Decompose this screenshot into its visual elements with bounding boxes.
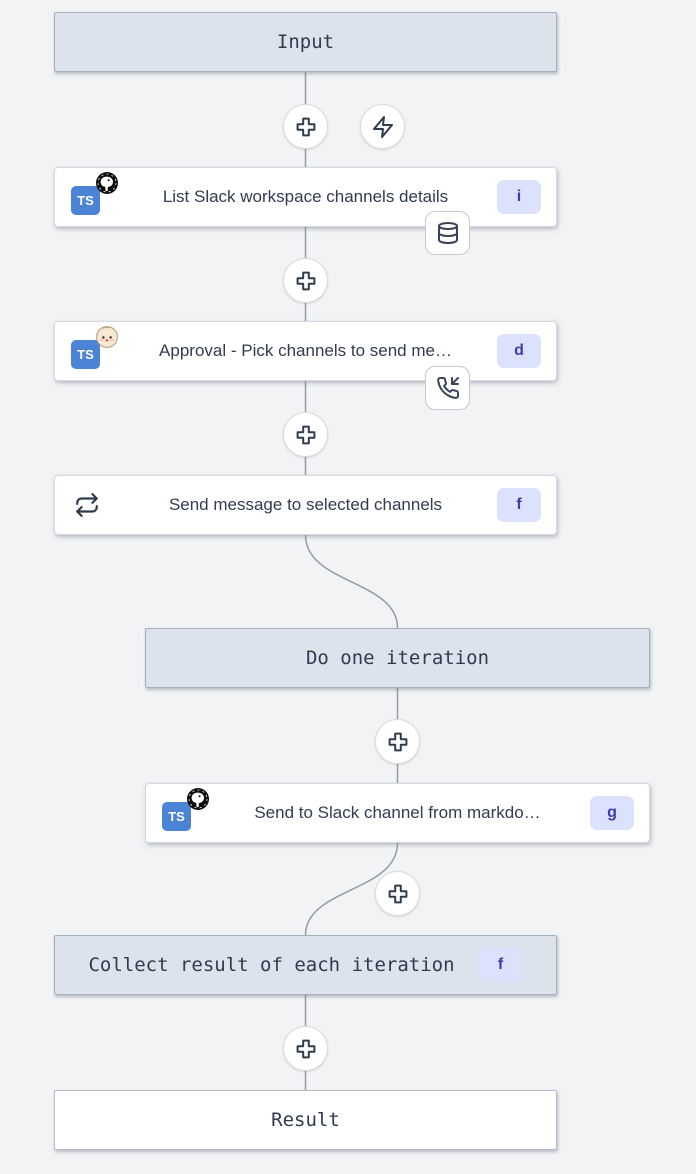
add-step-button-3[interactable] bbox=[283, 412, 328, 457]
typescript-icon: TS bbox=[162, 802, 191, 831]
cache-indicator bbox=[425, 211, 470, 255]
step-id-badge: i bbox=[497, 180, 541, 214]
plus-icon bbox=[388, 884, 407, 903]
collect-result-label: Collect result of each iteration bbox=[88, 954, 455, 976]
bun-icon bbox=[96, 326, 118, 348]
plus-icon bbox=[388, 732, 407, 751]
step-language-icons: TS bbox=[71, 325, 119, 371]
result-node-label: Result bbox=[271, 1109, 340, 1131]
input-node[interactable]: Input bbox=[54, 12, 557, 72]
step-title: Approval - Pick channels to send me… bbox=[159, 341, 452, 360]
trigger-button[interactable] bbox=[360, 104, 405, 149]
iteration-node-label: Do one iteration bbox=[305, 647, 490, 669]
input-node-label: Input bbox=[276, 31, 335, 53]
suspend-indicator bbox=[425, 366, 470, 410]
plus-icon bbox=[296, 1039, 315, 1058]
add-step-button-6[interactable] bbox=[283, 1026, 328, 1071]
typescript-icon: TS bbox=[71, 186, 100, 215]
plus-icon bbox=[296, 117, 315, 136]
step-title: Send to Slack channel from markdo… bbox=[254, 803, 541, 822]
step-id-badge: f bbox=[497, 488, 541, 522]
typescript-icon: TS bbox=[71, 340, 100, 369]
step-node-forloop[interactable]: Send message to selected channels f bbox=[54, 475, 557, 535]
step-id-badge: d bbox=[497, 334, 541, 368]
step-id-badge: g bbox=[590, 796, 634, 830]
step-id-badge: f bbox=[478, 948, 523, 982]
repeat-icon bbox=[76, 493, 98, 517]
add-step-button-2[interactable] bbox=[283, 258, 328, 303]
add-step-button-5[interactable] bbox=[375, 871, 420, 916]
edge-send-to-collect bbox=[304, 842, 399, 936]
step-language-icons: TS bbox=[71, 171, 119, 217]
edge-forloop-to-iteration bbox=[304, 534, 399, 629]
step-node-send-markdown[interactable]: TS Send to Slack channel from markdo… g bbox=[145, 783, 650, 843]
plus-icon bbox=[296, 425, 315, 444]
deno-icon bbox=[187, 788, 209, 810]
database-icon bbox=[437, 222, 458, 244]
step-language-icons: TS bbox=[162, 787, 210, 833]
step-node-list-channels[interactable]: TS List Slack workspace channels details… bbox=[54, 167, 557, 227]
plus-icon bbox=[296, 271, 315, 290]
step-node-approval[interactable]: TS Approval - Pick channels to send me… … bbox=[54, 321, 557, 381]
add-step-button-4[interactable] bbox=[375, 719, 420, 764]
zap-icon bbox=[372, 115, 393, 138]
add-step-button-1[interactable] bbox=[283, 104, 328, 149]
step-title: List Slack workspace channels details bbox=[162, 187, 449, 206]
result-node[interactable]: Result bbox=[54, 1090, 557, 1150]
deno-icon bbox=[96, 172, 118, 194]
phone-incoming-icon bbox=[436, 377, 459, 399]
iteration-node[interactable]: Do one iteration bbox=[145, 628, 650, 688]
step-title: Send message to selected channels bbox=[168, 495, 443, 514]
collect-result-node[interactable]: Collect result of each iteration f bbox=[54, 935, 557, 995]
